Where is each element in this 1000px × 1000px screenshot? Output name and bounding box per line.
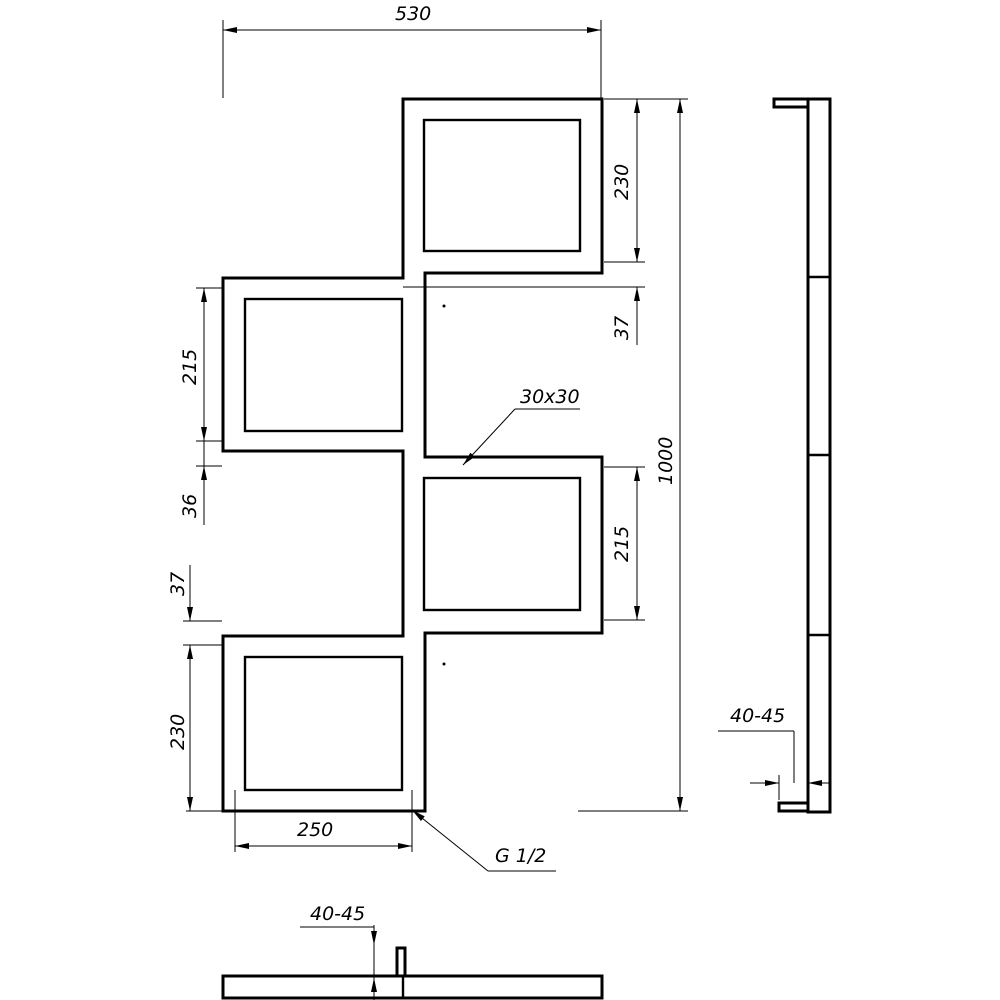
dim-left-height: 215 — [179, 287, 222, 442]
dim-right-height: 215 — [604, 466, 645, 621]
bottom-offset-label: 40-45 — [310, 903, 365, 925]
dim-left-height-label: 215 — [179, 349, 201, 385]
dim-bottom-width: 250 — [234, 790, 413, 852]
leader-tube-section: 30x30 — [462, 386, 580, 466]
connection-thread-label: G 1/2 — [495, 845, 546, 867]
dim-right-gap: 37 — [403, 286, 645, 345]
dim-left-gap-lower-label: 37 — [167, 572, 189, 596]
bottom-view: 40-45 — [221, 903, 604, 1000]
side-bracket-top — [772, 97, 808, 109]
dim-left-gap-upper-label: 36 — [179, 494, 201, 518]
dim-top-height: 230 — [604, 99, 645, 263]
dim-right-gap-label: 37 — [611, 316, 633, 340]
leader-connection: G 1/2 — [411, 809, 556, 872]
dim-overall-height-label: 1000 — [655, 437, 677, 485]
dim-bottom-height: 230 — [167, 645, 222, 812]
side-view: 40-45 — [718, 97, 832, 814]
dim-overall-width: 530 — [222, 3, 602, 98]
bottom-body — [221, 974, 604, 1000]
dim-bottom-height-label: 230 — [167, 714, 189, 750]
window-right — [422, 476, 582, 612]
dim-overall-width-label: 530 — [395, 3, 431, 25]
radiator-outline — [221, 97, 604, 813]
mount-point-upper — [442, 304, 446, 308]
front-view — [221, 97, 604, 813]
dim-top-height-label: 230 — [611, 164, 633, 200]
side-bracket-bottom — [777, 801, 808, 813]
dim-right-height-label: 215 — [611, 526, 633, 562]
bottom-pipe-stub — [395, 946, 407, 976]
dim-left-gap-upper: 36 — [179, 441, 222, 525]
window-top — [422, 118, 582, 253]
dim-bottom-width-label: 250 — [297, 819, 333, 841]
side-offset-label: 40-45 — [730, 705, 785, 727]
dim-left-gap-lower: 37 — [167, 565, 222, 646]
dim-overall-height: 1000 — [578, 98, 688, 812]
window-left — [243, 297, 404, 433]
mount-point-lower — [442, 662, 446, 666]
tube-section-label: 30x30 — [520, 386, 580, 408]
window-bottom — [243, 655, 404, 792]
